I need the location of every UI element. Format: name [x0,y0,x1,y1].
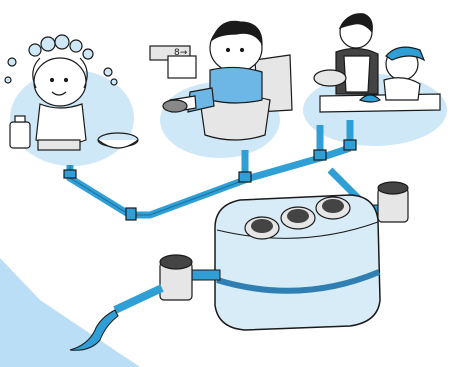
boy-shirt [210,67,262,103]
bath-stool [38,140,80,150]
kitchen-scene [314,14,440,112]
pipe-joint [314,150,326,160]
toilet-paper-label: 8→ [174,48,188,58]
pipe-joint [239,172,251,182]
shampoo-bottle [10,122,30,148]
inlet-vent [378,182,408,222]
mixing-bowl [314,70,346,86]
tank-lid [281,207,315,229]
outlet-vent [160,255,192,300]
pipe-joint [64,170,76,178]
child-head [34,58,86,106]
child-body [36,104,86,145]
tank-lid [245,217,279,239]
toilet-paper: 8→ [150,46,196,78]
kitchen-counter [320,94,440,112]
child-kitchen-body [384,78,420,100]
septic-tank [215,195,380,330]
pipe-joint [344,140,356,150]
outlet-pipe [115,288,162,310]
tank-lid [316,197,350,219]
pipe-joint [126,208,136,220]
outlet-pipe-upper [190,270,220,280]
slipper [163,100,187,112]
